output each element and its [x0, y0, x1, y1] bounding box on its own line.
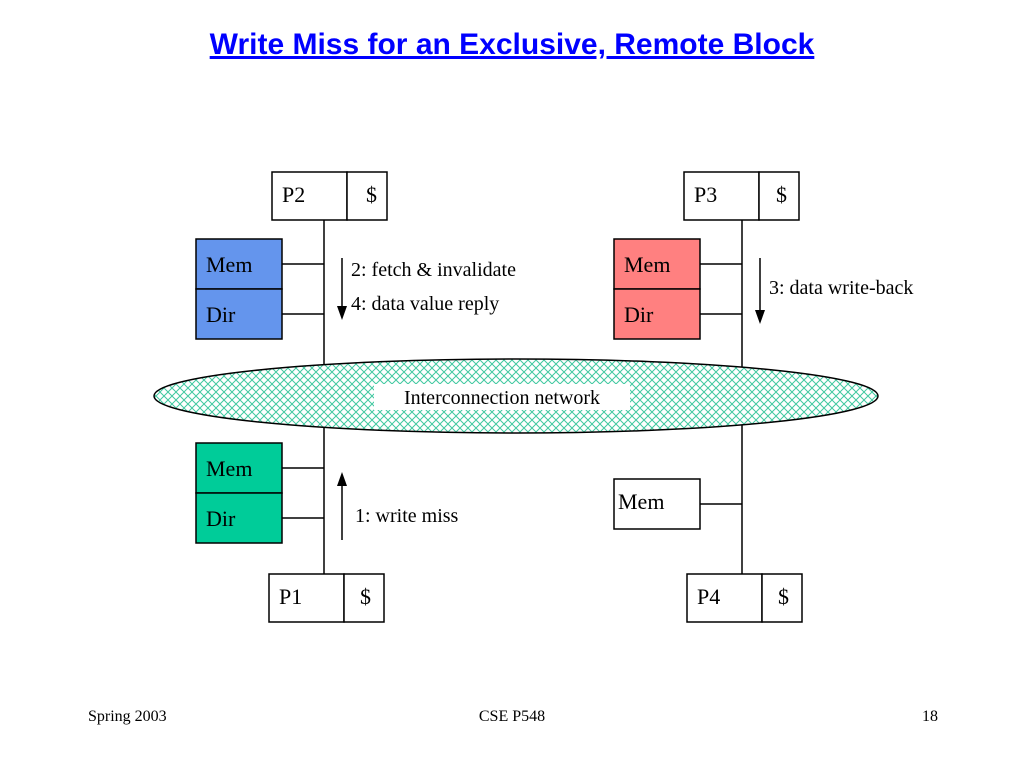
- p4-memory-label: Mem: [618, 489, 664, 514]
- p2-processor-label: P2: [282, 182, 305, 207]
- footer-course: CSE P548: [478, 708, 546, 725]
- p1-processor-box: [268, 573, 345, 623]
- p3-cache-label: $: [776, 182, 787, 207]
- p2-memory-box: [195, 238, 283, 290]
- arrow-down-icon: [337, 306, 347, 320]
- p1-directory-box: [195, 492, 283, 544]
- p2-cache-label: $: [366, 182, 377, 207]
- p3-cache-box: [758, 171, 800, 221]
- p3-processor-label: P3: [694, 182, 717, 207]
- p4-processor-box: [686, 573, 763, 623]
- p1-directory-label: Dir: [206, 506, 236, 531]
- footer-page-number: 18: [922, 708, 938, 725]
- message-data-value-reply: 4: data value reply: [351, 293, 499, 315]
- p4-cache-box: [761, 573, 803, 623]
- p1-memory-label: Mem: [206, 456, 252, 481]
- p1-memory-box: [195, 442, 283, 494]
- p3-memory-box: [613, 238, 701, 290]
- arrow-down-icon: [755, 310, 765, 324]
- p3-directory-label: Dir: [624, 302, 654, 327]
- p4-cache-label: $: [778, 584, 789, 609]
- p2-directory-box: [195, 288, 283, 340]
- slide-title: Write Miss for an Exclusive, Remote Bloc…: [209, 28, 815, 61]
- p1-cache-label: $: [360, 584, 371, 609]
- footer-term: Spring 2003: [88, 708, 167, 725]
- arrow-up-icon: [337, 472, 347, 486]
- network-label: Interconnection network: [404, 387, 600, 409]
- p1-processor-label: P1: [279, 584, 302, 609]
- p1-cache-box: [343, 573, 385, 623]
- p4-processor-label: P4: [697, 584, 720, 609]
- p3-directory-box: [613, 288, 701, 340]
- p2-cache-box: [346, 171, 388, 221]
- p2-directory-label: Dir: [206, 302, 236, 327]
- p2-processor-box: [271, 171, 348, 221]
- p4-memory-box: [613, 478, 701, 530]
- p3-memory-label: Mem: [624, 252, 670, 277]
- message-data-write-back: 3: data write-back: [769, 277, 913, 299]
- p2-memory-label: Mem: [206, 252, 252, 277]
- message-fetch-invalidate: 2: fetch & invalidate: [351, 259, 516, 281]
- network-label-background: [374, 384, 630, 410]
- message-write-miss: 1: write miss: [355, 505, 459, 527]
